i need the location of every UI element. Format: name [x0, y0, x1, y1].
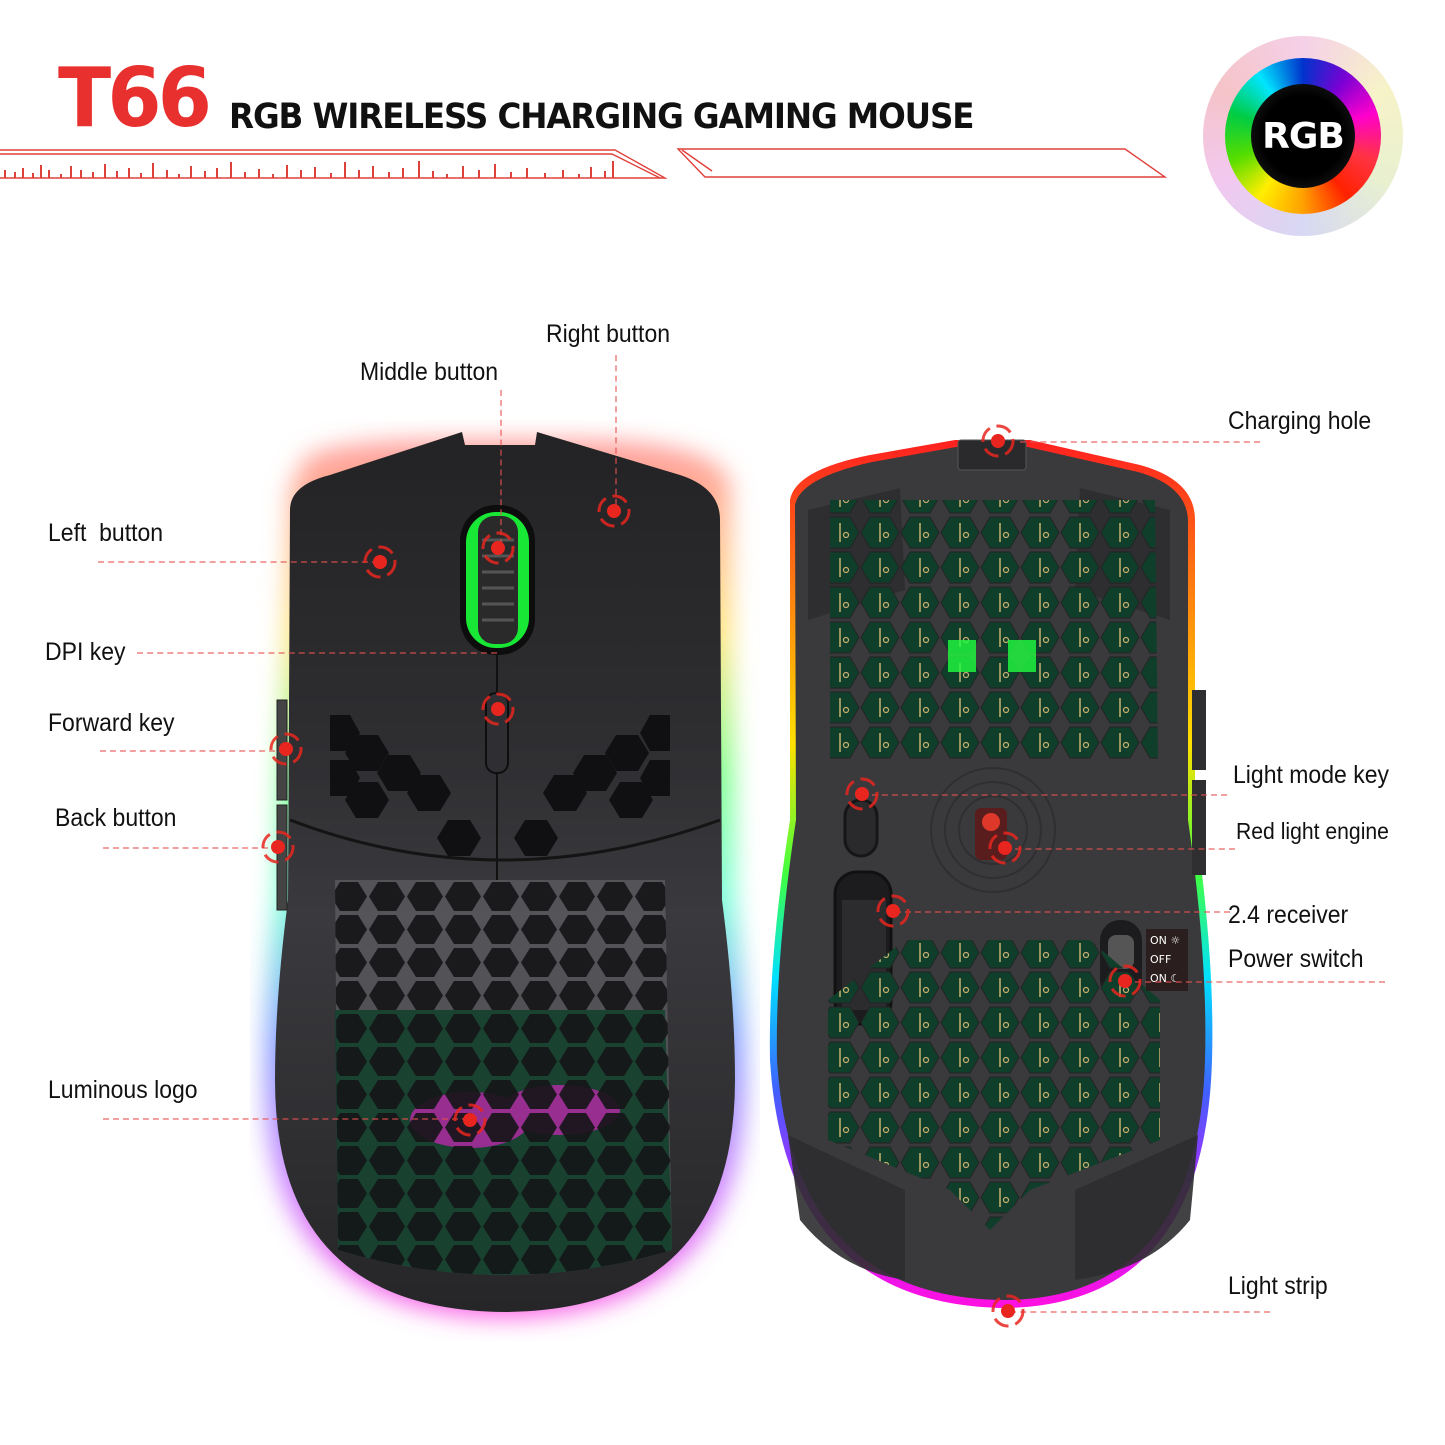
scroll-wheel[interactable] — [478, 516, 518, 644]
mouse-top-view — [265, 432, 745, 1318]
leader-light-strip — [1010, 1311, 1270, 1313]
page-header: T66 RGB WIRELESS CHARGING GAMING MOUSE — [0, 0, 1445, 260]
marker-left-button[interactable] — [360, 542, 400, 582]
product-title: RGB WIRELESS CHARGING GAMING MOUSE — [229, 97, 975, 137]
header-decor-lines — [0, 148, 1168, 179]
leader-light-mode-key — [862, 794, 1227, 796]
leader-middle-button — [500, 390, 502, 545]
label-middle-button: Middle button — [360, 358, 499, 386]
leader-receiver — [895, 911, 1230, 913]
label-red-light-engine: Red light engine — [1236, 818, 1389, 844]
label-light-mode-key: Light mode key — [1233, 761, 1389, 789]
leader-forward-key — [100, 750, 285, 752]
switch-position-on-sleep: ON ☾ — [1150, 972, 1181, 985]
marker-forward-key[interactable] — [266, 729, 306, 769]
leader-charging-hole — [1020, 441, 1260, 443]
rgb-badge-text: RGB — [1262, 115, 1345, 157]
leader-red-light-engine — [1005, 848, 1235, 850]
label-light-strip: Light strip — [1228, 1272, 1328, 1300]
label-left-button: Left button — [48, 519, 164, 547]
switch-position-off: OFF — [1150, 953, 1172, 966]
leader-luminous-logo — [103, 1118, 468, 1120]
label-charging-hole: Charging hole — [1228, 407, 1372, 435]
leader-back-button — [103, 847, 278, 849]
marker-receiver[interactable] — [873, 891, 913, 931]
marker-luminous-logo[interactable] — [450, 1100, 490, 1140]
label-back-button: Back button — [55, 804, 177, 832]
label-right-button: Right button — [546, 320, 671, 348]
label-luminous-logo: Luminous logo — [48, 1076, 198, 1104]
leader-power-switch — [1135, 981, 1385, 983]
mouse-bottom-view — [769, 439, 1213, 1308]
marker-power-switch[interactable] — [1105, 961, 1145, 1001]
leader-left-button — [98, 561, 378, 563]
leader-dpi-key — [137, 652, 497, 654]
switch-position-on-light: ON ☼ — [1150, 934, 1181, 947]
marker-middle-button[interactable] — [478, 528, 518, 568]
model-name: T66 — [58, 51, 212, 146]
marker-back-button[interactable] — [258, 827, 298, 867]
marker-light-mode-key[interactable] — [842, 774, 882, 814]
leader-right-button — [615, 355, 617, 505]
label-dpi-key: DPI key — [45, 638, 126, 666]
marker-right-button[interactable] — [594, 491, 634, 531]
marker-charging-hole[interactable] — [978, 421, 1018, 461]
rgb-badge: RGB — [1203, 36, 1403, 236]
marker-light-strip[interactable] — [988, 1291, 1028, 1331]
label-forward-key: Forward key — [48, 709, 175, 737]
rgb-color-ring: RGB — [1225, 58, 1381, 214]
label-power-switch: Power switch — [1228, 945, 1364, 973]
marker-dpi-key[interactable] — [478, 689, 518, 729]
rgb-core: RGB — [1251, 84, 1355, 188]
label-receiver: 2.4 receiver — [1228, 901, 1349, 929]
marker-red-light-engine[interactable] — [985, 828, 1025, 868]
